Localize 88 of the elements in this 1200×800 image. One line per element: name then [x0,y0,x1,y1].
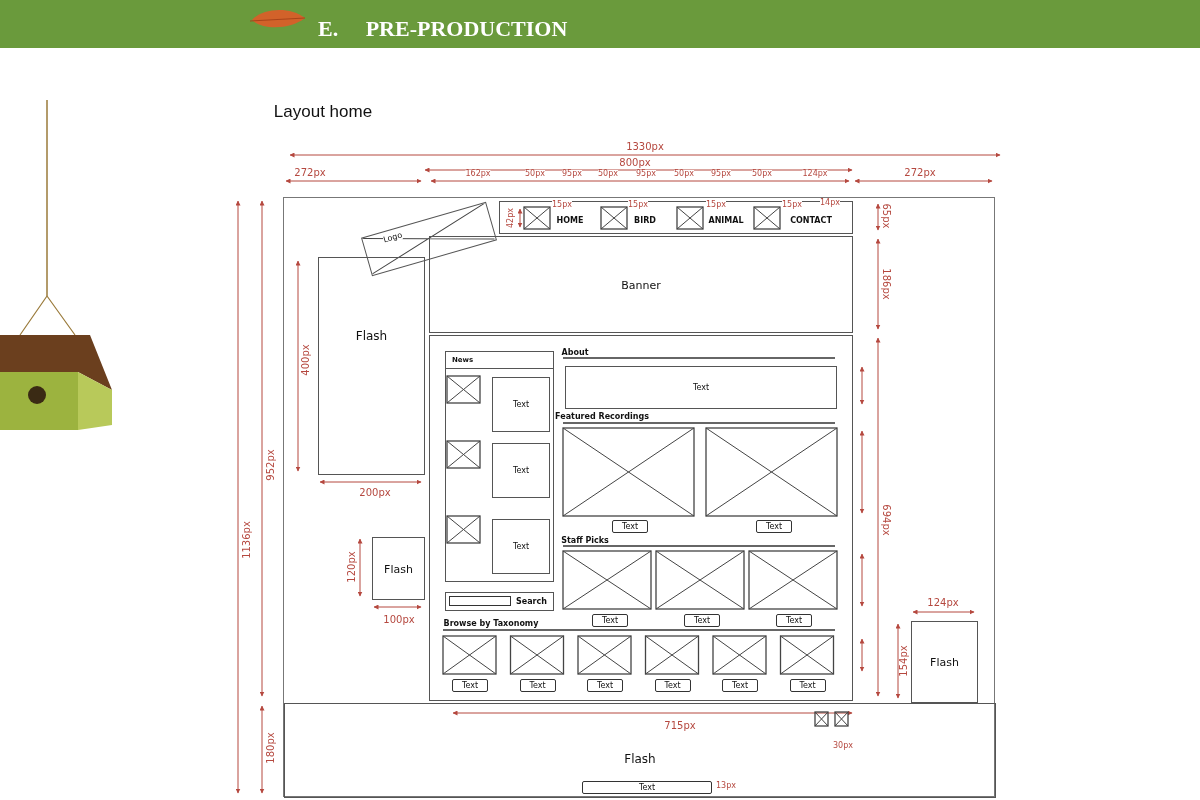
section-heading: ANIMAL [708,217,744,225]
box-text: Text [692,383,710,392]
box-text: Flash [384,563,413,574]
text-button [587,679,623,692]
text-button [582,781,712,794]
dimension-label: 694px [881,504,891,536]
dimension-label: 120px [347,551,357,583]
section-heading: About [561,349,589,357]
dimension-label: 15px [628,201,648,209]
box-text: Text [529,681,546,690]
text-block [492,377,550,432]
section-heading: Featured Recordings [555,413,649,421]
box-text: Search [516,598,547,606]
dimension-label: 124px [802,170,828,178]
dimension-label: 95px [562,170,582,178]
box-text: Text [731,681,749,690]
box-text: Banner [621,279,661,290]
dimension-label: 15px [782,201,802,209]
content-panel [429,335,853,701]
dimension-label: 952px [266,449,276,481]
text-button [722,679,758,692]
section-heading: Staff Picks [561,537,609,545]
dimension-label: 65px [881,203,891,229]
dimension-label: 715px [664,721,696,731]
box-text: Text [512,400,530,409]
footer-flash-area [284,703,996,798]
dimension-label: 50px [598,170,618,178]
banner-area [429,236,853,333]
dimension-label: 124px [927,598,959,608]
news-panel [445,351,554,582]
section-heading: CONTACT [790,217,832,225]
section-heading: HOME [556,217,584,225]
dimension-label: 15px [706,201,726,209]
box-text: Text [664,681,681,690]
dimension-label: 50px [525,170,545,178]
section-heading: BIRD [634,217,656,225]
dimension-label: 50px [674,170,694,178]
dimension-label: 30px [833,742,853,750]
dimension-label: 1330px [626,142,664,152]
box-text: Flash [355,330,388,342]
text-button [756,520,792,533]
text-block [565,366,837,409]
dimension-label: 15px [552,201,572,209]
text-button [519,679,556,692]
dimension-label: 186px [881,268,891,300]
text-button [789,679,826,692]
dimension-label: 1136px [242,521,252,559]
dimension-label: 100px [383,615,415,625]
dimension-label: 50px [752,170,772,178]
flash-area [318,257,425,475]
text-button [684,614,720,627]
text-button [592,614,628,627]
box-text: Text [596,681,614,690]
dimension-label: 95px [711,170,731,178]
dimension-label: 95px [636,170,656,178]
text-button [612,520,648,533]
dimension-label: 14px [820,199,840,207]
dimension-label: 800px [619,158,651,168]
box-text: Text [693,616,711,625]
box-text: Text [512,466,530,475]
section-heading: Browse by Taxonomy [443,620,539,628]
text-block [492,519,550,574]
box-text: Text [461,681,479,690]
dimension-label: 42px [507,208,515,228]
box-text: Flash [930,656,959,668]
text-block [492,443,550,498]
heading-text: Logo [382,231,404,245]
box-text: Text [799,681,816,690]
box-text: Text [512,542,530,551]
dimension-label: 272px [904,168,936,178]
text-button [452,679,488,692]
box-text: Flash [624,752,656,765]
box-text: Text [638,783,656,792]
flash-area [372,537,425,600]
box-text: Text [765,522,783,531]
text-button [654,679,691,692]
page-heading: Layout home [273,102,373,120]
text-button [776,614,812,627]
box-text: Text [621,522,639,531]
dimension-label: 162px [465,170,491,178]
dimension-label: 272px [294,168,326,178]
dimension-label: 200px [359,488,391,498]
dimension-label: 180px [266,732,276,764]
search-bar [445,592,554,611]
section-title: E. PRE-PRODUCTION [318,16,568,42]
flash-area [911,621,978,703]
box-text: Text [601,616,619,625]
box-text: Text [785,616,803,625]
